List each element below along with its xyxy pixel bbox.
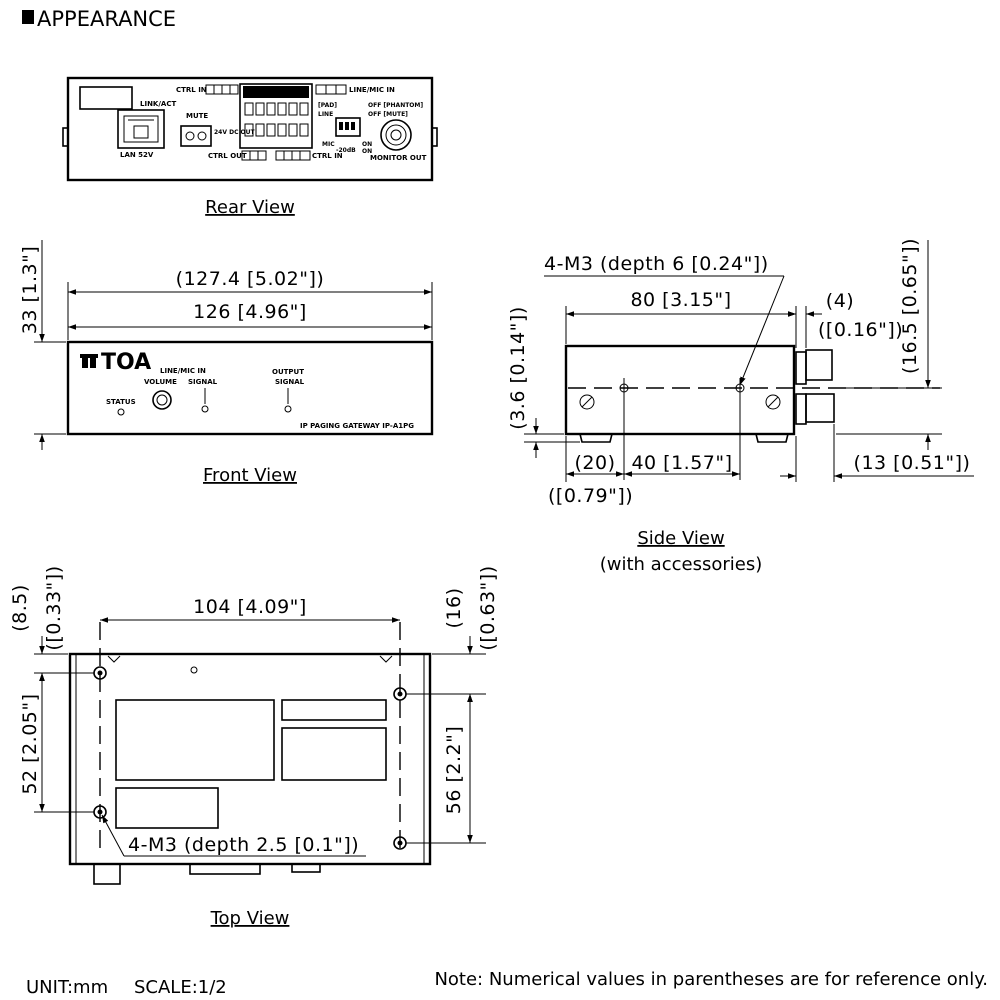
lan-port-icon bbox=[117, 109, 165, 149]
top-plate-small-mid bbox=[281, 727, 387, 781]
page-heading: APPEARANCE bbox=[37, 7, 176, 31]
top-small-hole bbox=[190, 666, 198, 674]
monitor-jack-icon bbox=[380, 119, 412, 151]
ctrl-in-number-strip bbox=[205, 84, 239, 95]
front-panel-outline bbox=[66, 340, 434, 436]
rear-label-ctrl-out: CTRL OUT bbox=[208, 152, 247, 160]
dip-switch-icon bbox=[335, 117, 361, 137]
rear-label-dc-out: 24V DC OUT bbox=[214, 129, 256, 136]
rear-left-ear bbox=[62, 127, 69, 147]
rear-label-lan: LAN 52V bbox=[120, 151, 154, 159]
rear-view: LINK/ACT LAN 52V MUTE 24V DC OUT CTRL IN bbox=[62, 76, 438, 182]
rear-label-ctrl-in-bottom: CTRL IN bbox=[312, 152, 343, 160]
side-view-subcaption: (with accessories) bbox=[600, 554, 762, 575]
heading-bullet-icon bbox=[22, 10, 34, 24]
signal-in-led-icon bbox=[201, 388, 209, 413]
dim-top-8-5: (8.5) bbox=[9, 584, 31, 632]
dim-side-16-5: (16.5 [0.65"]) bbox=[899, 238, 921, 374]
ctrl-out-number-strip bbox=[241, 150, 267, 161]
dim-side-20-inch: ([0.79"]) bbox=[548, 485, 633, 507]
side-right-screw-icon bbox=[765, 394, 781, 410]
line-mic-number-strip bbox=[315, 84, 347, 95]
rear-label-pad: [PAD] bbox=[318, 102, 337, 109]
ctrl-in-bottom-number-strip bbox=[275, 150, 311, 161]
rear-label-link-act: LINK/ACT bbox=[140, 100, 176, 108]
rear-label-off-phantom: OFF [PHANTOM] bbox=[368, 102, 423, 109]
signal-out-led-icon bbox=[284, 388, 292, 413]
front-label-line-mic-in: LINE/MIC IN bbox=[160, 367, 206, 375]
front-label-signal-out: SIGNAL bbox=[275, 378, 305, 386]
dim-side-4-inch: ([0.16"]) bbox=[818, 319, 903, 341]
dim-side-20: (20) bbox=[574, 452, 615, 474]
top-plate-bottom bbox=[115, 787, 219, 829]
dim-top-16: (16) bbox=[443, 587, 465, 628]
top-view-caption: Top View bbox=[210, 908, 290, 929]
rear-label-on-1: ON bbox=[362, 141, 372, 148]
front-label-model: IP PAGING GATEWAY IP-A1PG bbox=[300, 422, 414, 430]
side-connector-top-icon bbox=[795, 349, 833, 385]
top-front-connector-2 bbox=[291, 863, 321, 873]
front-label-output: OUTPUT bbox=[272, 368, 304, 376]
front-label-status: STATUS bbox=[106, 398, 136, 406]
dim-top-screw: 4-M3 (depth 2.5 [0.1"]) bbox=[128, 834, 359, 856]
dim-side-4: (4) bbox=[826, 290, 854, 312]
status-led-icon bbox=[117, 408, 125, 416]
dim-top-52: 52 [2.05"] bbox=[19, 693, 41, 794]
rear-label-on-2: ON bbox=[362, 148, 372, 155]
dim-side-screw: 4-M3 (depth 6 [0.24"]) bbox=[544, 253, 769, 275]
dim-front-width-ref: (127.4 [5.02"]) bbox=[176, 268, 325, 290]
side-right-foot bbox=[755, 433, 789, 443]
terminal-block-icon bbox=[239, 83, 313, 149]
dim-side-40: 40 [1.57"] bbox=[631, 452, 732, 474]
top-knob-protrusion bbox=[93, 863, 121, 885]
dim-side-80: 80 [3.15"] bbox=[630, 289, 731, 311]
rear-view-caption: Rear View bbox=[205, 197, 295, 218]
rear-label-db: -20dB bbox=[336, 147, 356, 154]
side-left-foot bbox=[579, 433, 613, 443]
rear-label-line-mic-in: LINE/MIC IN bbox=[349, 86, 395, 94]
rear-label-off-mute: OFF [MUTE] bbox=[368, 111, 408, 118]
top-body-outline bbox=[68, 652, 432, 866]
side-left-screw-icon bbox=[579, 394, 595, 410]
footer-scale: SCALE:1/2 bbox=[134, 977, 227, 998]
front-view: (127.4 [5.02"]) 126 [4.96"] 33 [1.3"] TO… bbox=[19, 240, 434, 450]
top-view: 104 [4.09"] (8.5) ([0.33"]) 52 [2.05"] (… bbox=[9, 565, 499, 885]
side-screw-leader bbox=[739, 275, 785, 386]
rear-label-ctrl-in-top: CTRL IN bbox=[176, 86, 207, 94]
top-plate-small-top bbox=[281, 699, 387, 721]
top-screw-leader bbox=[101, 814, 125, 857]
rear-label-mic: MIC bbox=[322, 141, 335, 148]
top-plate-large bbox=[115, 699, 275, 781]
side-body-outline bbox=[564, 344, 796, 436]
dim-front-width: 126 [4.96"] bbox=[193, 301, 307, 323]
front-label-volume: VOLUME bbox=[144, 378, 177, 386]
rear-label-line: LINE bbox=[318, 111, 333, 118]
dim-top-56: 56 [2.2"] bbox=[443, 726, 465, 815]
dim-top-104: 104 [4.09"] bbox=[193, 596, 307, 618]
side-view: 4-M3 (depth 6 [0.24"]) 80 [3.15"] (4) ([… bbox=[507, 238, 974, 507]
side-view-caption: Side View bbox=[637, 528, 724, 549]
dim-front-height: 33 [1.3"] bbox=[19, 246, 41, 335]
rear-label-monitor-out: MONITOR OUT bbox=[370, 154, 427, 162]
toa-logo-icon bbox=[80, 354, 98, 368]
dim-top-16-inch: ([0.63"]) bbox=[477, 565, 499, 650]
footer-unit: UNIT:mm bbox=[26, 977, 108, 998]
rear-label-mute: MUTE bbox=[186, 112, 208, 120]
rear-right-ear bbox=[431, 127, 438, 147]
side-connector-bottom-icon bbox=[795, 393, 835, 425]
volume-knob-icon bbox=[152, 390, 172, 410]
dim-side-13: (13 [0.51"]) bbox=[854, 452, 971, 474]
footer-note: Note: Numerical values in parentheses ar… bbox=[434, 969, 988, 990]
dim-side-3-6: (3.6 [0.14"]) bbox=[507, 306, 529, 429]
dim-top-8-5-inch: ([0.33"]) bbox=[43, 565, 65, 650]
rear-label-plate bbox=[79, 86, 133, 110]
mute-terminal-icon bbox=[180, 125, 212, 147]
top-front-connector-1 bbox=[189, 863, 261, 875]
front-view-caption: Front View bbox=[203, 465, 297, 486]
front-logo: TOA bbox=[101, 350, 151, 375]
front-label-signal-in: SIGNAL bbox=[188, 378, 218, 386]
